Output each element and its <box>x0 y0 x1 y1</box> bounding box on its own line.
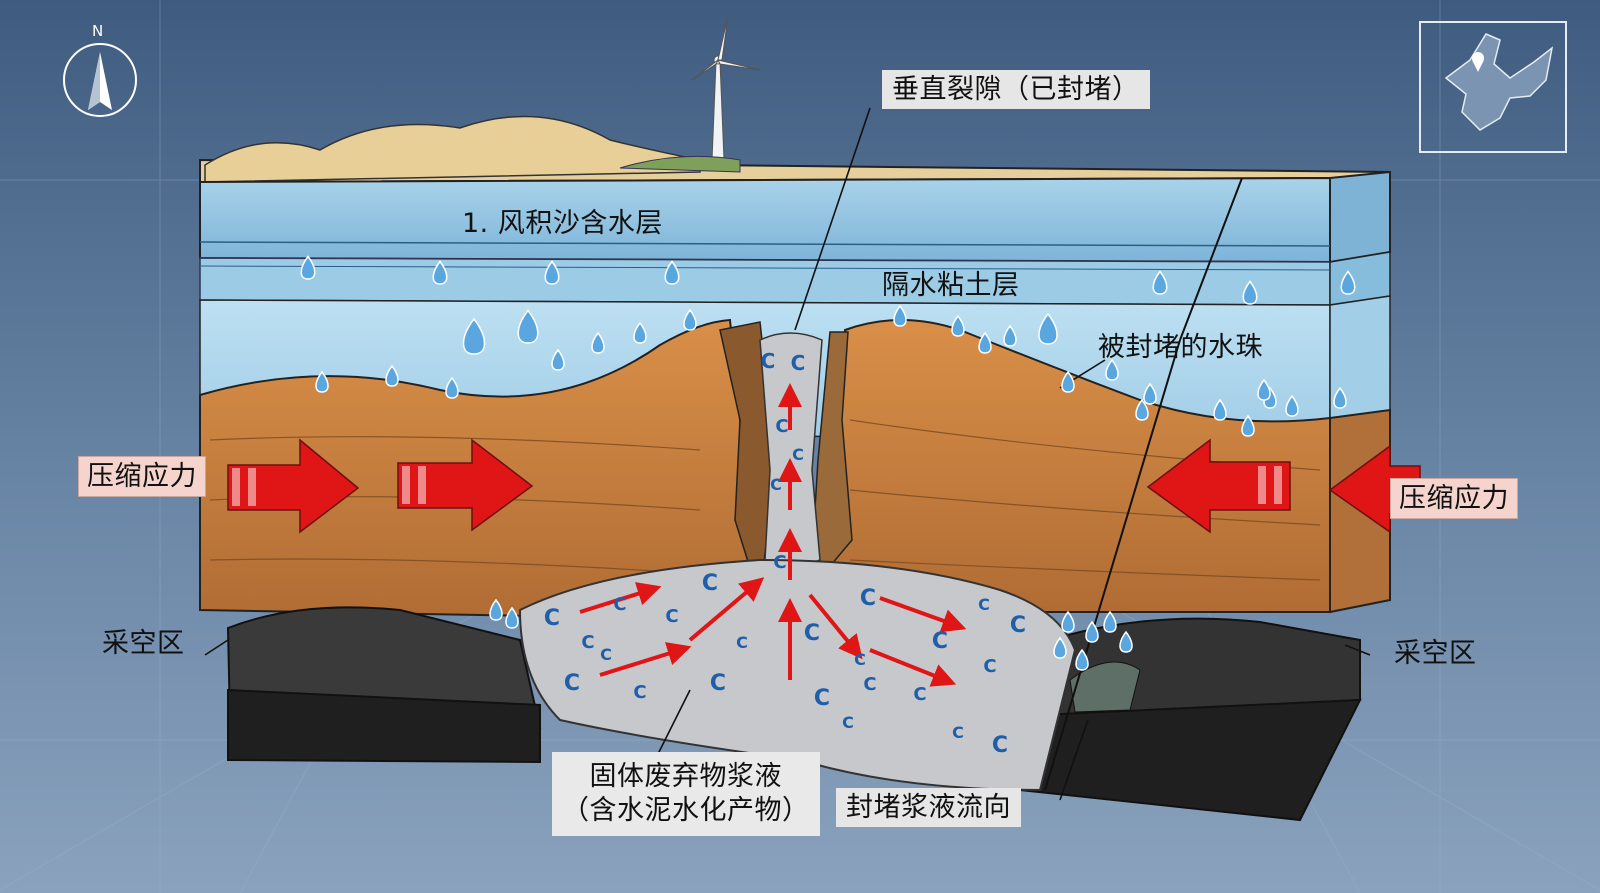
stress-label-right: 压缩应力 <box>1390 478 1518 519</box>
grout-particle: C <box>792 445 804 464</box>
grout-particle: C <box>773 552 786 573</box>
aquifer-label: 1. 风积沙含水层 <box>462 210 663 237</box>
aquifer-layer <box>200 178 1330 262</box>
grout-particle: C <box>702 571 718 596</box>
grout-particle: C <box>761 349 776 373</box>
clay-layer-label: 隔水粘土层 <box>882 272 1020 299</box>
grout-particle: C <box>665 606 678 627</box>
sealed-droplets-label: 被封堵的水珠 <box>1098 334 1263 361</box>
grout-particle: C <box>992 733 1008 758</box>
grout-particle: C <box>613 594 626 615</box>
grout-particle: C <box>913 684 926 705</box>
grout-flow-label: 封堵浆液流向 <box>836 788 1021 827</box>
goaf-label-right: 采空区 <box>1394 640 1477 667</box>
grout-particle: C <box>978 595 990 614</box>
grout-particle: C <box>770 475 782 494</box>
grout-particle: C <box>1010 613 1026 638</box>
grout-label-line1: 固体废弃物浆液 <box>562 760 810 794</box>
grout-particle: C <box>863 674 876 695</box>
grout-particle: C <box>736 633 748 652</box>
goaf-label-left: 采空区 <box>102 630 185 657</box>
grout-label-line2: （含水泥水化产物） <box>562 794 810 828</box>
grout-particle: C <box>842 713 854 732</box>
grout-particle: C <box>791 351 806 375</box>
grout-particle: C <box>600 645 612 664</box>
grout-particle: C <box>952 723 964 742</box>
grout-particle: C <box>804 621 820 646</box>
grout-particle: C <box>854 650 866 669</box>
grout-particle: C <box>932 629 948 654</box>
grout-particle: C <box>710 671 726 696</box>
grout-particle: C <box>983 656 996 677</box>
grout-particle: C <box>775 416 788 437</box>
grout-label: 固体废弃物浆液 （含水泥水化产物） <box>552 752 820 836</box>
grout-particle: C <box>633 682 646 703</box>
vertical-fracture-label: 垂直裂隙（已封堵） <box>882 70 1150 109</box>
grout-particle: C <box>814 686 830 711</box>
stress-label-left: 压缩应力 <box>78 456 206 497</box>
grout-particle: C <box>860 586 876 611</box>
grout-particle: C <box>564 671 580 696</box>
grout-particle: C <box>581 632 594 653</box>
grout-particle: C <box>544 606 560 631</box>
compass-north-label: N <box>92 22 103 40</box>
